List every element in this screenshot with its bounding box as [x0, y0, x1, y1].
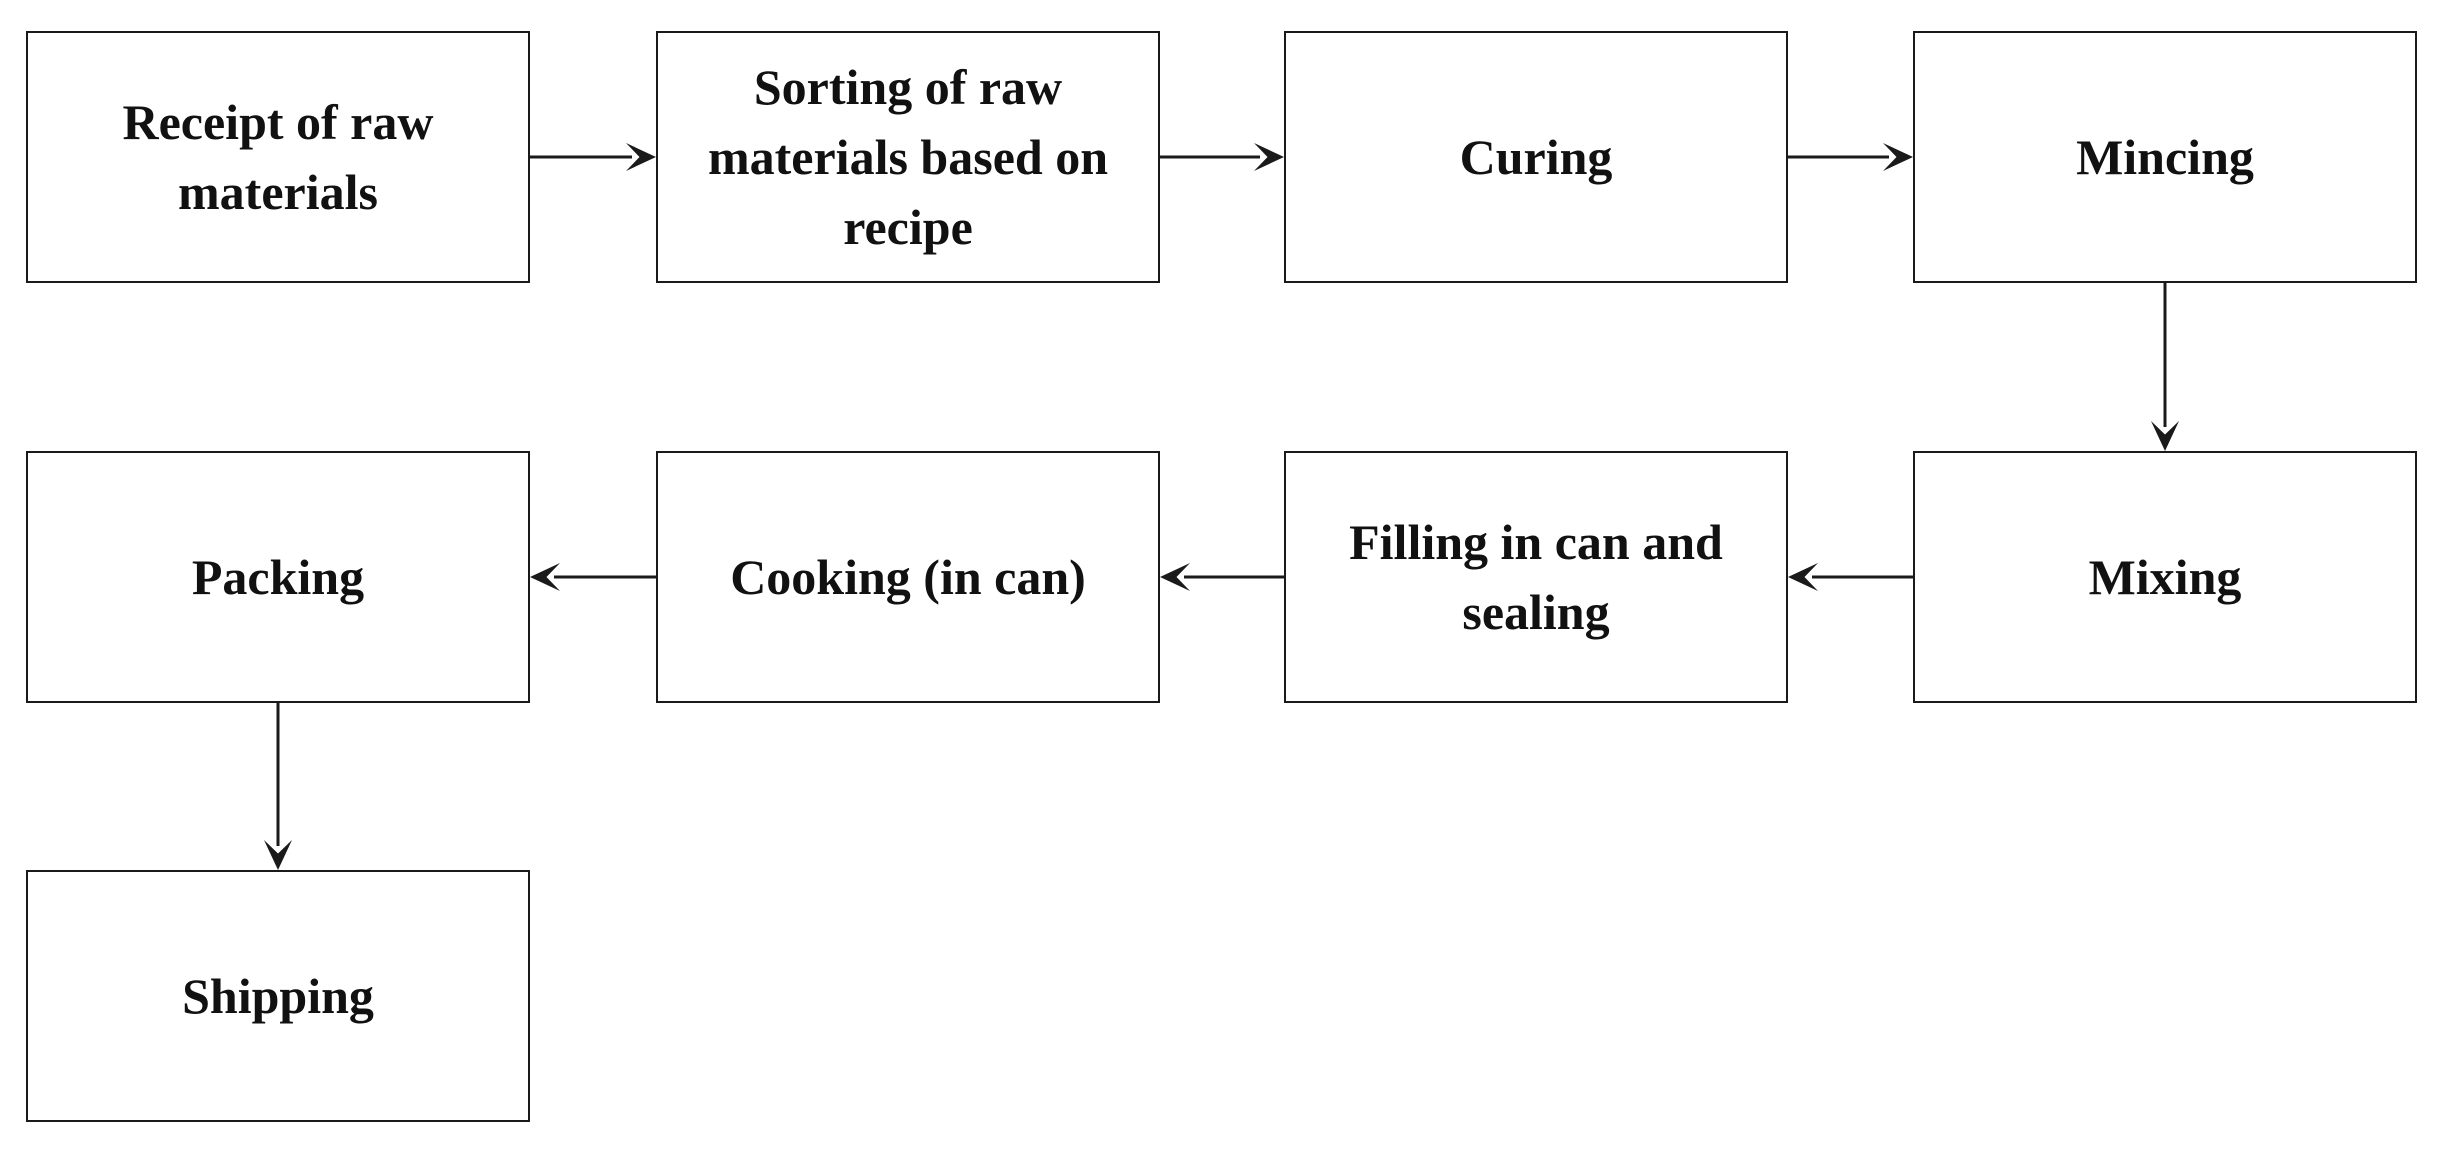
arrow-head-icon [530, 563, 560, 591]
step-sorting-of-raw-materials: Sorting of raw materials based on recipe [656, 31, 1160, 283]
arrow-head-icon [264, 840, 292, 870]
flow-arrow-s5-to-s6 [1788, 563, 1913, 591]
step-shipping: Shipping [26, 870, 530, 1122]
flow-arrow-s1-to-s2 [530, 143, 656, 171]
step-label: Mixing [2088, 549, 2242, 605]
step-label: Curing [1459, 129, 1613, 185]
step-label: Packing [191, 549, 365, 605]
arrow-head-icon [1160, 563, 1190, 591]
step-label: Mincing [2076, 129, 2254, 185]
step-label: Receipt of raw materials [122, 94, 434, 220]
flow-arrow-s7-to-s8 [530, 563, 656, 591]
flow-arrow-s8-to-s9 [264, 703, 292, 870]
flow-arrow-s3-to-s4 [1788, 143, 1913, 171]
arrow-head-icon [626, 143, 656, 171]
arrow-head-icon [1883, 143, 1913, 171]
step-packing: Packing [26, 451, 530, 703]
flow-arrow-s2-to-s3 [1160, 143, 1284, 171]
step-label: Filling in can and sealing [1349, 514, 1723, 640]
step-cooking-in-can: Cooking (in can) [656, 451, 1160, 703]
flow-arrow-s4-to-s5 [2151, 283, 2179, 451]
step-mixing: Mixing [1913, 451, 2417, 703]
step-label: Sorting of raw materials based on recipe [708, 59, 1108, 255]
arrow-head-icon [1254, 143, 1284, 171]
arrow-head-icon [1788, 563, 1818, 591]
flow-arrow-s6-to-s7 [1160, 563, 1284, 591]
step-label: Cooking (in can) [730, 549, 1086, 605]
step-receipt-of-raw-materials: Receipt of raw materials [26, 31, 530, 283]
step-curing: Curing [1284, 31, 1788, 283]
arrow-head-icon [2151, 421, 2179, 451]
step-filling-in-can-and-sealing: Filling in can and sealing [1284, 451, 1788, 703]
step-label: Shipping [182, 968, 374, 1024]
step-mincing: Mincing [1913, 31, 2417, 283]
